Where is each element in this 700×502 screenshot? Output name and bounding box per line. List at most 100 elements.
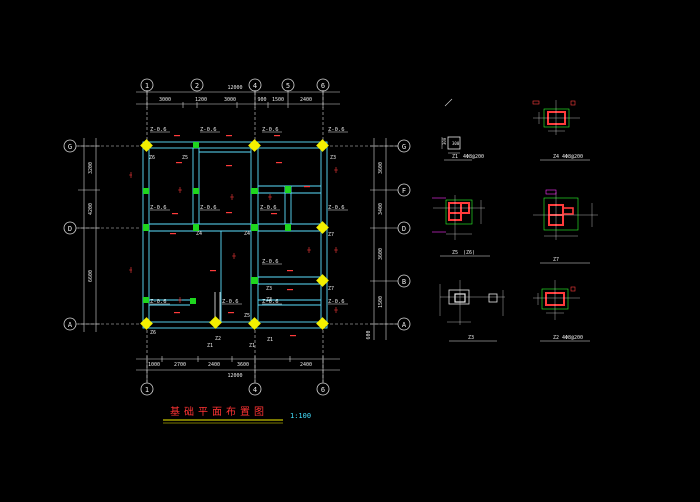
dim-left-seg-2: 4200 <box>88 203 94 215</box>
grid-axis-bubbles: 1 2 4 5 6 1 4 6 <box>63 78 411 396</box>
axis-bubble-right-B: B <box>397 274 411 288</box>
column-mark: Z1 <box>207 343 213 349</box>
drawing-scale: 1:100 <box>290 412 311 420</box>
column-green <box>143 224 149 231</box>
label-leaders <box>150 131 348 305</box>
axis-bubble-top-2: 2 <box>190 78 204 92</box>
dim-right-seg-2: 3400 <box>378 203 384 215</box>
column-mark: Z4 <box>196 231 202 237</box>
detail-z3: Z3 <box>439 280 505 342</box>
dim-right-seg-1: 3600 <box>378 162 384 174</box>
axis-label-top-5: 5 <box>286 82 290 90</box>
dim-left-seg-1: 3200 <box>88 162 94 174</box>
column-mark: Z4 <box>244 231 250 237</box>
column-mark: Z2 <box>215 336 221 342</box>
axis-label-bottom-6: 6 <box>321 386 325 394</box>
detail-z4-spec: 4Φ8@200 <box>562 154 583 160</box>
column-green <box>193 224 199 231</box>
z-label: Z-0.6 <box>328 299 345 305</box>
axis-bubble-top-4: 4 <box>248 78 262 92</box>
column-mark: Z5 <box>182 155 188 161</box>
column-green <box>251 224 258 231</box>
detail-z5: Z5 (Z6) <box>432 195 490 257</box>
axis-label-left-G: G <box>68 143 72 151</box>
detail-z3-label: Z3 <box>468 335 474 341</box>
column-green <box>193 142 199 148</box>
detail-z5-note: (Z6) <box>463 250 475 256</box>
axis-bubble-left-D: D <box>63 221 77 235</box>
dim-top-seg-1: 3000 <box>159 97 171 103</box>
column-green <box>251 277 258 284</box>
detail-z2: Z2 4Φ8@200 <box>533 280 590 342</box>
detail-z2-spec: 4Φ8@200 <box>562 335 583 341</box>
column-green <box>285 224 291 231</box>
axis-label-left-D: D <box>68 225 72 233</box>
z-label: Z-0.6 <box>262 299 279 305</box>
detail-z1: 300 300 Z1 4Φ8@200 <box>441 98 484 161</box>
axis-label-bottom-4: 4 <box>253 386 257 394</box>
dim-top-seg-4: 900 <box>257 97 266 103</box>
column-mark: Z1 <box>267 337 273 343</box>
detail-z7-label: Z7 <box>553 257 559 263</box>
z-label: Z-0.6 <box>200 127 217 133</box>
column-yellow <box>209 316 222 329</box>
dim-bottom-seg-1: 1000 <box>148 362 160 368</box>
column-green <box>190 298 196 304</box>
axis-bubble-top-5: 5 <box>281 78 295 92</box>
detail-z5-label: Z5 <box>452 250 458 256</box>
z-label: Z-0.6 <box>150 205 167 211</box>
column-mark: Z7 <box>328 286 334 292</box>
column-mark: Z5 <box>244 313 250 319</box>
axis-bubble-top-1: 1 <box>140 78 154 92</box>
column-mark: Z7 <box>328 232 334 238</box>
detail-z4: Z4 4Φ8@200 <box>532 100 590 161</box>
column-mark: Z3 <box>266 286 272 292</box>
column-green <box>251 188 258 194</box>
z-label: Z-0.6 <box>262 259 279 265</box>
axis-label-top-4: 4 <box>253 82 257 90</box>
column-yellow <box>316 139 329 152</box>
drawing-title-block: 基础平面布置图 1:100 <box>163 405 311 424</box>
column-green <box>285 186 291 193</box>
column-yellow <box>316 221 329 234</box>
dim-top-seg-6: 2400 <box>300 97 312 103</box>
z-label: Z-0.6 <box>260 205 277 211</box>
columns <box>140 139 329 330</box>
column-mark-labels: Z6 Z5 Z3 Z4 Z4 Z7 Z3 Z7 Z6 Z5 Z1 Z1 Z2 Z… <box>149 155 336 349</box>
section-markers <box>129 167 338 313</box>
column-yellow <box>248 139 261 152</box>
z-label: Z-0.6 <box>200 205 217 211</box>
axis-label-bottom-1: 1 <box>145 386 149 394</box>
axis-bubble-right-G: G <box>397 139 411 153</box>
dim-right-seg-3: 3600 <box>378 248 384 260</box>
dim-top-total: 12000 <box>227 85 242 91</box>
column-mark: Z6 <box>149 155 155 161</box>
section-marker-ticks <box>170 135 310 337</box>
z-label: Z-0.6 <box>328 127 345 133</box>
detail-z4-label: Z4 <box>553 154 559 160</box>
axis-label-top-2: 2 <box>195 82 199 90</box>
dim-bottom-seg-2: 2700 <box>174 362 186 368</box>
axis-bubble-left-A: A <box>63 317 77 331</box>
axis-label-left-A: A <box>68 321 73 329</box>
axis-bubble-bottom-4: 4 <box>248 382 262 396</box>
dim-right-seg-4: 1500 <box>378 296 384 308</box>
column-mark: Z1 <box>249 343 255 349</box>
z-label: Z-0.6 <box>150 127 167 133</box>
axis-bubble-left-G: G <box>63 139 77 153</box>
column-mark: Z3 <box>266 297 272 303</box>
axis-label-right-G: G <box>402 143 406 151</box>
dim-bottom-seg-3: 2400 <box>208 362 220 368</box>
z-label: Z-0.6 <box>150 299 167 305</box>
detail-z1-dim: 300 <box>442 137 447 145</box>
detail-z7: Z7 <box>533 189 598 264</box>
axis-label-right-D: D <box>402 225 406 233</box>
axis-bubble-top-6: 6 <box>316 78 330 92</box>
detail-z1-dim-inside: 300 <box>452 141 460 146</box>
column-yellow <box>316 317 329 330</box>
dim-left-seg-3: 6600 <box>88 270 94 282</box>
z-label: Z-0.6 <box>328 205 345 211</box>
detail-z2-label: Z2 <box>553 335 559 341</box>
dim-bottom-seg-4: 3600 <box>237 362 249 368</box>
dim-top-seg-5: 1500 <box>272 97 284 103</box>
